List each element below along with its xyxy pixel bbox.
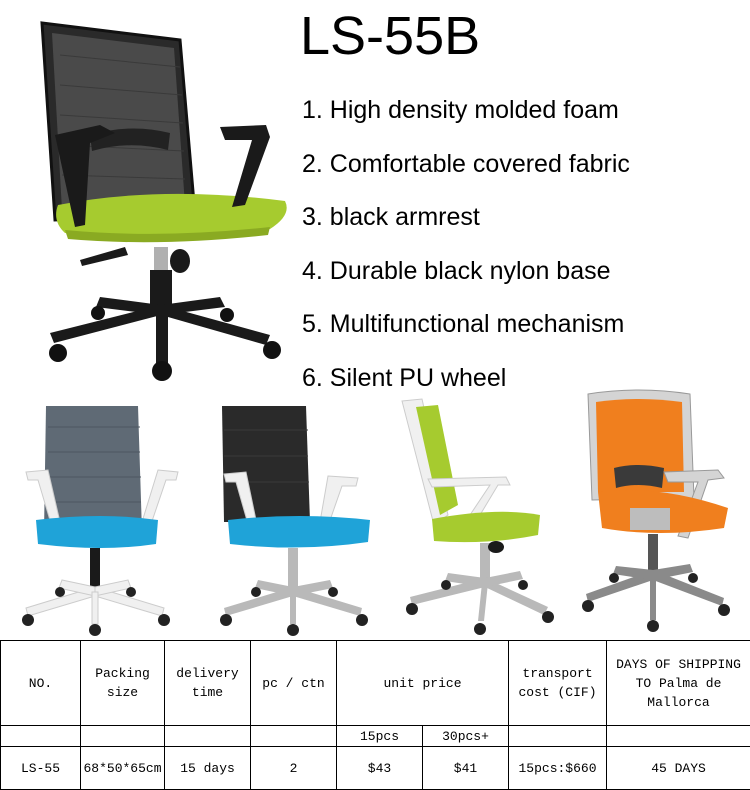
table-subheader-row: 15pcs 30pcs+ — [0, 725, 750, 747]
chair-blue-white-icon — [22, 406, 179, 636]
spec-table: NO. Packing size delivery time pc / ctn … — [0, 640, 750, 790]
empty-cell — [0, 725, 81, 747]
header-transport-cost: transport cost (CIF) — [508, 640, 608, 726]
chair-black-blue-icon — [220, 406, 370, 636]
table-row: LS-55 68*50*65cm 15 days 2 $43 $41 15pcs… — [0, 746, 750, 790]
cell-transport-cost: 15pcs:$660 — [508, 746, 608, 790]
empty-cell — [250, 725, 337, 747]
empty-cell — [508, 725, 608, 747]
empty-cell — [164, 725, 251, 747]
cell-price-30: $41 — [421, 746, 510, 790]
feature-list: 1. High density molded foam 2. Comfortab… — [302, 84, 630, 405]
empty-cell — [606, 725, 750, 747]
cell-days: 45 DAYS — [606, 746, 750, 790]
feature-item: 3. black armrest — [302, 203, 480, 231]
feature-item: 4. Durable black nylon base — [302, 256, 611, 285]
cell-delivery-time: 15 days — [164, 746, 251, 790]
chair-black-green-icon — [40, 21, 287, 381]
chair-orange-grey-icon — [582, 389, 730, 632]
header-unit-price: unit price — [335, 640, 510, 726]
header-days-of-shipping: DAYS OF SHIPPING TO Palma de Mallorca — [606, 640, 750, 726]
feature-item: 6. Silent PU wheel — [302, 363, 507, 392]
cell-packing-size: 68*50*65cm — [80, 746, 165, 790]
header-packing-size: Packing size — [80, 640, 165, 726]
feature-item: 1. High density molded foam — [302, 96, 619, 124]
feature-item: 5. Multifunctional mechanism — [302, 310, 625, 338]
product-model-title: LS-55B — [300, 6, 481, 66]
cell-price-15: $43 — [336, 746, 423, 790]
feature-item: 2. Comfortable covered fabric — [302, 149, 630, 178]
cell-no: LS-55 — [0, 746, 81, 790]
cell-pc-ctn: 2 — [250, 746, 337, 790]
header-pc-ctn: pc / ctn — [250, 640, 337, 726]
chair-green-white-icon — [401, 398, 554, 635]
header-no: NO. — [0, 640, 81, 726]
subheader-qty-15: 15pcs — [336, 725, 423, 747]
subheader-qty-30: 30pcs+ — [421, 725, 510, 747]
table-header-row: NO. Packing size delivery time pc / ctn … — [0, 640, 750, 726]
empty-cell — [80, 725, 165, 747]
header-delivery-time: delivery time — [164, 640, 251, 726]
